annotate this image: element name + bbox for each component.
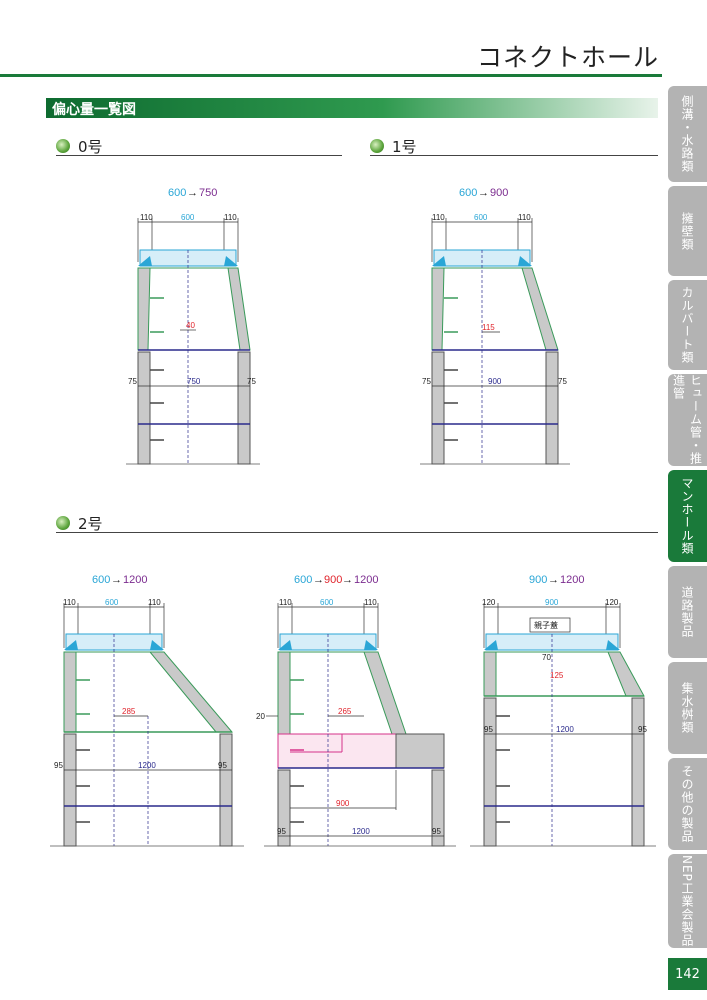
page-title: コネクトホール: [476, 43, 659, 72]
diagram-1-title-from: 600: [459, 187, 477, 199]
dim-top-mid: 600: [320, 598, 334, 607]
tab-label: NEP工業会製品: [680, 855, 694, 947]
bullet-icon: [370, 139, 384, 153]
dim-small: 70: [542, 653, 551, 662]
dim-base: 900: [488, 377, 502, 386]
diagram-4-title-from: 900: [529, 574, 547, 586]
dim-wall-right: 95: [218, 761, 227, 770]
bullet-icon: [56, 139, 70, 153]
dim-top-right: 120: [605, 598, 619, 607]
tab-label: マンホール類: [680, 477, 694, 555]
dim-offset: 40: [186, 321, 195, 330]
subsection-title-1: 1号: [392, 138, 417, 156]
tab-gutter[interactable]: 側溝・水路類: [668, 86, 707, 182]
dim-top-mid: 600: [105, 598, 119, 607]
dim-wall-left: 95: [277, 827, 286, 836]
page-number: 142: [668, 958, 707, 990]
dim-offset: 125: [550, 671, 564, 680]
subsection-rule: [56, 532, 658, 533]
diagram-1-title-to: 900: [490, 187, 508, 199]
diagram-3-arrow-1: →: [313, 574, 324, 586]
dim-wall-right: 95: [638, 725, 647, 734]
diagram-3-title-to: 1200: [354, 574, 378, 586]
diagram-4-title-to: 1200: [560, 574, 584, 586]
bullet-icon: [56, 516, 70, 530]
tab-label: カルバート類: [680, 286, 694, 364]
dim-base: 1200: [352, 827, 370, 836]
dim-base: 1200: [556, 725, 574, 734]
dim-top-left: 120: [482, 598, 496, 607]
tab-manhole[interactable]: マンホール類: [668, 470, 707, 562]
tab-culvert[interactable]: カルバート類: [668, 280, 707, 370]
diagram-1: 600 → 900 110 600 110 115 75 900 75: [420, 187, 570, 465]
dim-top-mid: 600: [474, 213, 488, 222]
tab-road-products[interactable]: 道路製品: [668, 566, 707, 658]
dim-offset: 265: [338, 707, 352, 716]
tab-hume-pipe[interactable]: ヒューム管・推進管: [668, 374, 707, 466]
diagram-0: 600 → 750 110 600 110 40 75 750 75: [126, 187, 260, 465]
dim-top-right: 110: [224, 213, 237, 222]
dim-top-left: 110: [432, 213, 445, 222]
diagram-2-title-from: 600: [92, 574, 110, 586]
diagram-3-arrow-2: →: [342, 574, 353, 586]
subsection-rule: [56, 155, 342, 156]
dim-top-right: 110: [518, 213, 531, 222]
tab-label: ヒューム管・推進管: [671, 374, 703, 465]
tab-label: 道路製品: [680, 586, 694, 638]
dim-top-left: 110: [279, 598, 292, 607]
diagram-3: 600 → 900 → 1200 110 600 110 20 26: [256, 574, 456, 847]
diagram-4: 900 → 1200 120 900 120 親子蓋 70 125 95 120…: [470, 574, 656, 847]
dim-wall-left: 75: [422, 377, 431, 386]
diagram-0-arrow: →: [187, 187, 198, 199]
dim-wall-right: 75: [247, 377, 256, 386]
dim-base: 750: [187, 377, 201, 386]
dim-top-mid: 600: [181, 213, 195, 222]
diagram-0-title-from: 600: [168, 187, 186, 199]
diagram-3-title-from: 600: [294, 574, 312, 586]
title-rule: [0, 74, 662, 77]
tab-label: 集水桝類: [680, 682, 694, 734]
dim-wall-right: 75: [558, 377, 567, 386]
diagram-0-title-to: 750: [199, 187, 217, 199]
dim-wall-right: 95: [432, 827, 441, 836]
dim-top-mid: 900: [545, 598, 559, 607]
dim-top-right: 110: [364, 598, 377, 607]
diagram-1-arrow: →: [478, 187, 489, 199]
tab-retaining-wall[interactable]: 擁壁類: [668, 186, 707, 276]
cover-label: 親子蓋: [534, 620, 558, 630]
diagram-2-title-to: 1200: [123, 574, 147, 586]
dim-top-left: 110: [63, 598, 76, 607]
subsection-title-2: 2号: [78, 515, 103, 533]
dim-inner: 900: [336, 799, 350, 808]
section-title: 偏心量一覧図: [52, 102, 136, 118]
dim-top-left: 110: [140, 213, 153, 222]
dim-offset: 285: [122, 707, 136, 716]
dim-offset: 115: [482, 323, 495, 332]
dim-wall-left: 95: [484, 725, 493, 734]
section-header-bar: 偏心量一覧図: [46, 98, 658, 118]
tab-other-products[interactable]: その他の製品: [668, 758, 707, 850]
diagram-2-arrow: →: [111, 574, 122, 586]
tab-nep-products[interactable]: NEP工業会製品: [668, 854, 707, 948]
dim-top-right: 110: [148, 598, 161, 607]
dim-base: 1200: [138, 761, 156, 770]
dim-wall-left: 95: [54, 761, 63, 770]
tab-catch-basin[interactable]: 集水桝類: [668, 662, 707, 754]
tab-label: その他の製品: [680, 765, 694, 843]
diagram-3-title-mid: 900: [324, 574, 342, 586]
dim-wall-left: 75: [128, 377, 137, 386]
tab-label: 側溝・水路類: [680, 95, 694, 173]
drawing-canvas: 600 → 750 110 600 110 40 75 750 75: [50, 187, 656, 847]
diagram-2: 600 → 1200 110 600 110 285 95 1200 95: [50, 574, 244, 847]
subsection-title-0: 0号: [78, 138, 103, 156]
diagram-4-arrow: →: [548, 574, 559, 586]
dim-left-side: 20: [256, 712, 265, 721]
subsection-rule: [370, 155, 658, 156]
tab-label: 擁壁類: [680, 211, 694, 251]
